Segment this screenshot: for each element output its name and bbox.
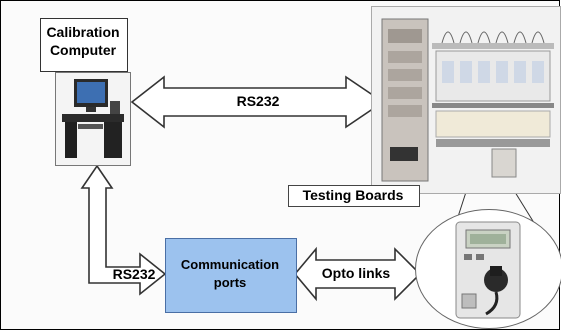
testing-boards-label-box (288, 185, 420, 207)
communication-ports-label-line1: Communication (180, 257, 280, 272)
meter-detail-circle (415, 209, 561, 329)
calibration-computer-label-box (40, 18, 128, 72)
meter-testing-bench-icon (381, 18, 554, 182)
opto-links-label: Opto links (321, 265, 391, 281)
communication-ports-label-line2: ports (213, 275, 247, 290)
testing-boards-image (371, 6, 561, 194)
electricity-meter-icon (455, 221, 521, 319)
rs232-left-label: RS232 (112, 266, 156, 282)
rs232-top-label: RS232 (236, 93, 280, 109)
communication-ports-box (165, 238, 297, 313)
desktop-computer-icon (62, 79, 124, 158)
calibration-computer-image (55, 72, 131, 166)
calibration-computer-label-line1: Calibration (46, 24, 120, 40)
testing-boards-label: Testing Boards (302, 187, 404, 203)
calibration-computer-label-line2: Computer (49, 42, 117, 58)
